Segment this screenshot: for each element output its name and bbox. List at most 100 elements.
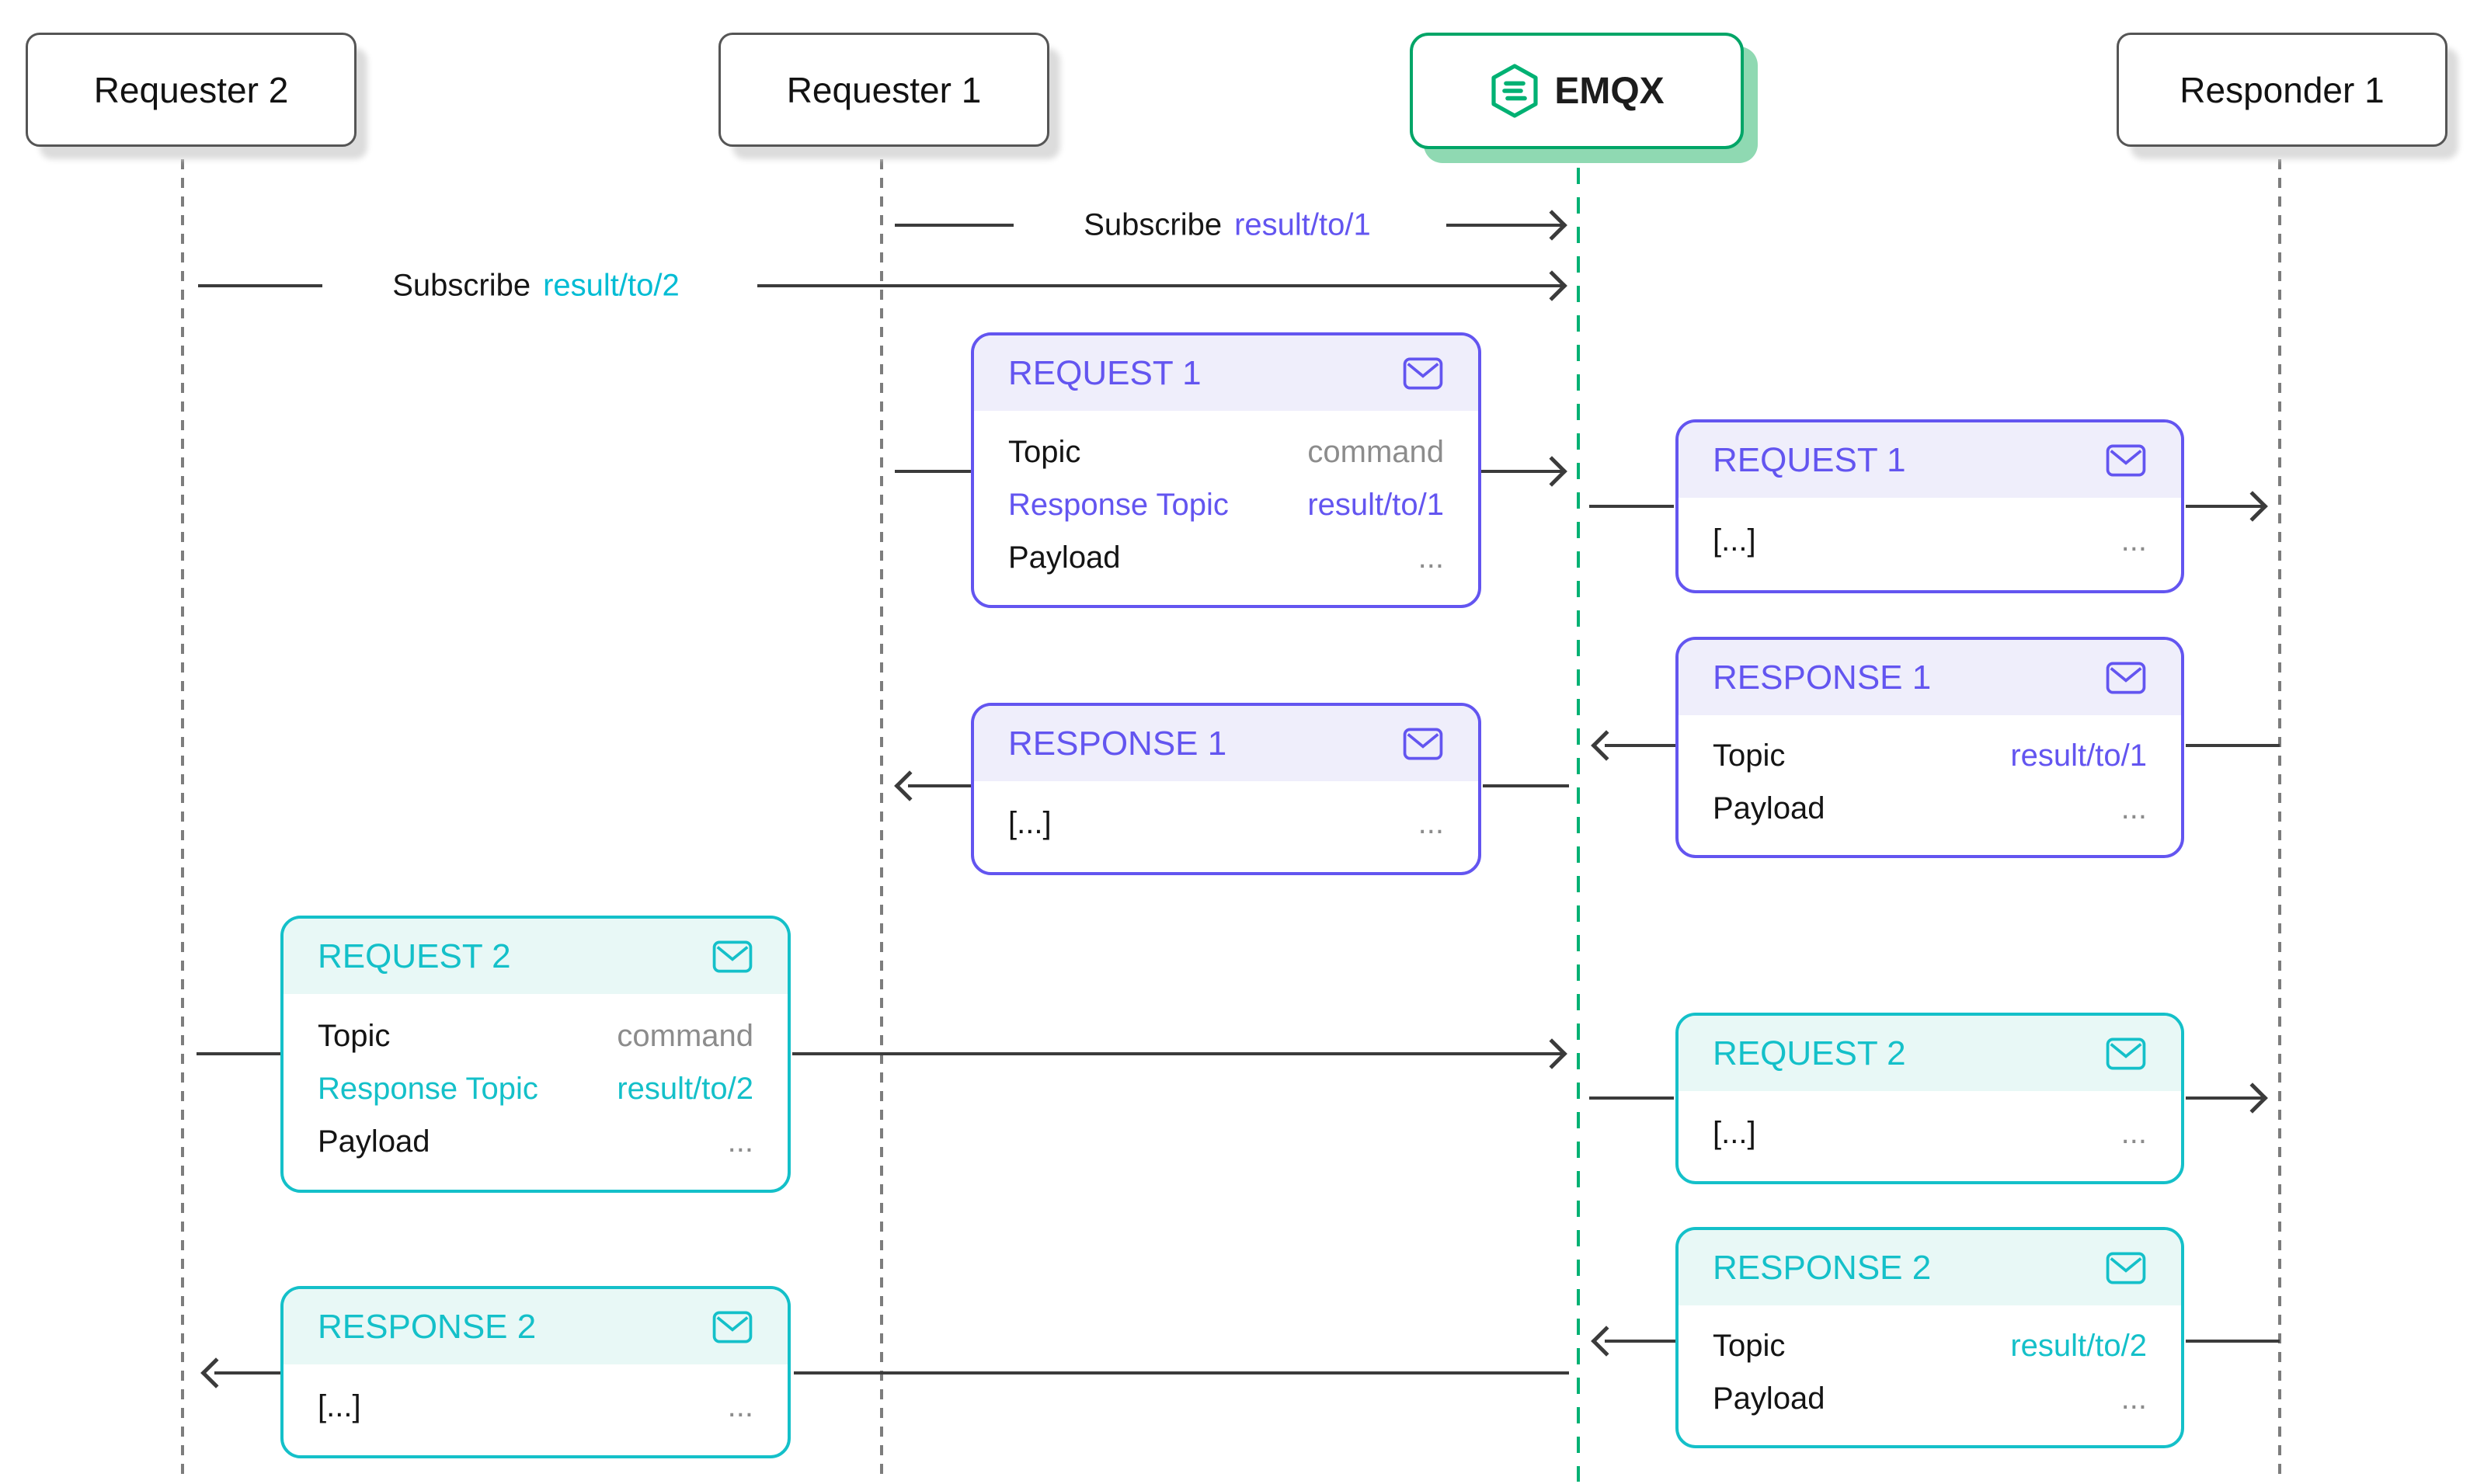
- card-title: REQUEST 1: [1713, 440, 1906, 479]
- actor-label: Responder 1: [2180, 69, 2385, 110]
- card-request2-right: REQUEST 2 [...] ...: [1675, 1013, 2184, 1184]
- message-line: [757, 284, 1563, 287]
- message-line: [2186, 1340, 2280, 1343]
- message-line: [1605, 744, 1675, 747]
- card-response1-left: RESPONSE 1 [...] ...: [971, 703, 1481, 875]
- message-line: [792, 1052, 1563, 1055]
- card-response2-right: RESPONSE 2 Topic result/to/2 Payload ...: [1675, 1227, 2184, 1448]
- lifeline-emqx: [1577, 168, 1580, 1482]
- message-line: [2186, 505, 2263, 508]
- arrowhead-left-icon: [1591, 1326, 1622, 1357]
- subscribe-message-1: Subscribe result/to/1: [1073, 207, 1382, 243]
- message-line: [1483, 784, 1569, 787]
- card-request1-right: REQUEST 1 [...] ...: [1675, 419, 2184, 593]
- mail-icon: [2106, 1252, 2146, 1284]
- card-row: Response Topic result/to/1: [1008, 487, 1444, 522]
- message-line: [1446, 224, 1563, 227]
- actor-requester1: Requester 1: [718, 33, 1049, 147]
- actor-emqx: EMQX: [1410, 33, 1744, 149]
- emqx-logo-icon: [1491, 64, 1538, 118]
- card-row: Response Topic result/to/2: [318, 1071, 753, 1106]
- arrowhead-right-icon: [1536, 270, 1567, 301]
- subscribe-action: Subscribe: [1084, 207, 1223, 242]
- card-title: REQUEST 2: [318, 937, 511, 975]
- card-header: REQUEST 2: [1679, 1016, 2181, 1091]
- actor-label: Requester 1: [786, 69, 982, 110]
- card-header: RESPONSE 1: [1679, 640, 2181, 715]
- arrowhead-right-icon: [2237, 1083, 2268, 1114]
- subscribe-action: Subscribe: [392, 268, 531, 303]
- actor-responder1: Responder 1: [2117, 33, 2447, 147]
- card-response2-left: RESPONSE 2 [...] ...: [280, 1286, 791, 1458]
- mail-icon: [712, 1311, 753, 1343]
- message-line: [1589, 1096, 1674, 1100]
- arrowhead-left-icon: [200, 1357, 231, 1388]
- card-request2-left: REQUEST 2 Topic command Response Topic r…: [280, 916, 791, 1193]
- card-header: REQUEST 1: [974, 335, 1478, 411]
- message-line: [895, 224, 1014, 227]
- card-row: Payload ...: [318, 1124, 753, 1159]
- card-body: [...] ...: [974, 781, 1478, 872]
- card-title: REQUEST 2: [1713, 1034, 1906, 1072]
- card-title: RESPONSE 2: [318, 1307, 537, 1346]
- message-line: [198, 284, 322, 287]
- card-title: RESPONSE 1: [1008, 724, 1227, 763]
- message-line: [214, 1371, 280, 1375]
- lifeline-requester2: [181, 159, 184, 1479]
- actor-label: Requester 2: [93, 69, 289, 110]
- card-row: [...] ...: [318, 1389, 753, 1423]
- arrowhead-right-icon: [2237, 491, 2268, 522]
- card-title: RESPONSE 1: [1713, 658, 1932, 697]
- subscribe-message-2: Subscribe result/to/2: [381, 268, 691, 304]
- card-title: REQUEST 1: [1008, 353, 1202, 392]
- mail-icon: [1403, 357, 1443, 389]
- card-row: Payload ...: [1008, 540, 1444, 575]
- mail-icon: [2106, 1037, 2146, 1069]
- lifeline-responder1: [2278, 159, 2281, 1479]
- mail-icon: [2106, 444, 2146, 476]
- mail-icon: [712, 940, 753, 972]
- subscribe-topic: result/to/2: [543, 268, 680, 303]
- arrowhead-left-icon: [894, 770, 925, 801]
- card-body: Topic command Response Topic result/to/2…: [284, 994, 788, 1190]
- card-row: Topic command: [318, 1018, 753, 1053]
- card-row: [...] ...: [1713, 523, 2147, 558]
- card-header: RESPONSE 1: [974, 706, 1478, 781]
- message-line: [1589, 505, 1674, 508]
- subscribe-topic: result/to/1: [1234, 207, 1371, 242]
- card-body: Topic result/to/2 Payload ...: [1679, 1305, 2181, 1445]
- actor-label: EMQX: [1554, 70, 1665, 112]
- card-body: [...] ...: [284, 1364, 788, 1455]
- card-row: [...] ...: [1008, 806, 1444, 840]
- message-line: [895, 470, 971, 473]
- card-row: Topic result/to/1: [1713, 738, 2147, 773]
- message-line: [794, 1371, 1569, 1375]
- arrowhead-right-icon: [1536, 1038, 1567, 1069]
- message-line: [197, 1052, 280, 1055]
- card-request1-left: REQUEST 1 Topic command Response Topic r…: [971, 332, 1481, 608]
- card-title: RESPONSE 2: [1713, 1248, 1932, 1287]
- card-row: Topic command: [1008, 434, 1444, 469]
- card-header: RESPONSE 2: [1679, 1230, 2181, 1305]
- card-row: Payload ...: [1713, 1381, 2147, 1416]
- card-body: [...] ...: [1679, 498, 2181, 590]
- card-response1-right: RESPONSE 1 Topic result/to/1 Payload ...: [1675, 637, 2184, 858]
- message-line: [2186, 1096, 2263, 1100]
- actor-requester2: Requester 2: [26, 33, 357, 147]
- card-row: Topic result/to/2: [1713, 1328, 2147, 1363]
- arrowhead-right-icon: [1536, 456, 1567, 487]
- lifeline-requester1: [880, 159, 883, 1479]
- card-header: REQUEST 1: [1679, 422, 2181, 498]
- message-line: [1481, 470, 1563, 473]
- arrowhead-right-icon: [1536, 210, 1567, 241]
- mail-icon: [2106, 662, 2146, 693]
- card-row: Payload ...: [1713, 791, 2147, 825]
- arrowhead-left-icon: [1591, 730, 1622, 761]
- card-body: [...] ...: [1679, 1091, 2181, 1181]
- message-line: [1605, 1340, 1675, 1343]
- card-header: REQUEST 2: [284, 919, 788, 994]
- card-body: Topic command Response Topic result/to/1…: [974, 411, 1478, 605]
- mail-icon: [1403, 728, 1443, 759]
- card-body: Topic result/to/1 Payload ...: [1679, 715, 2181, 855]
